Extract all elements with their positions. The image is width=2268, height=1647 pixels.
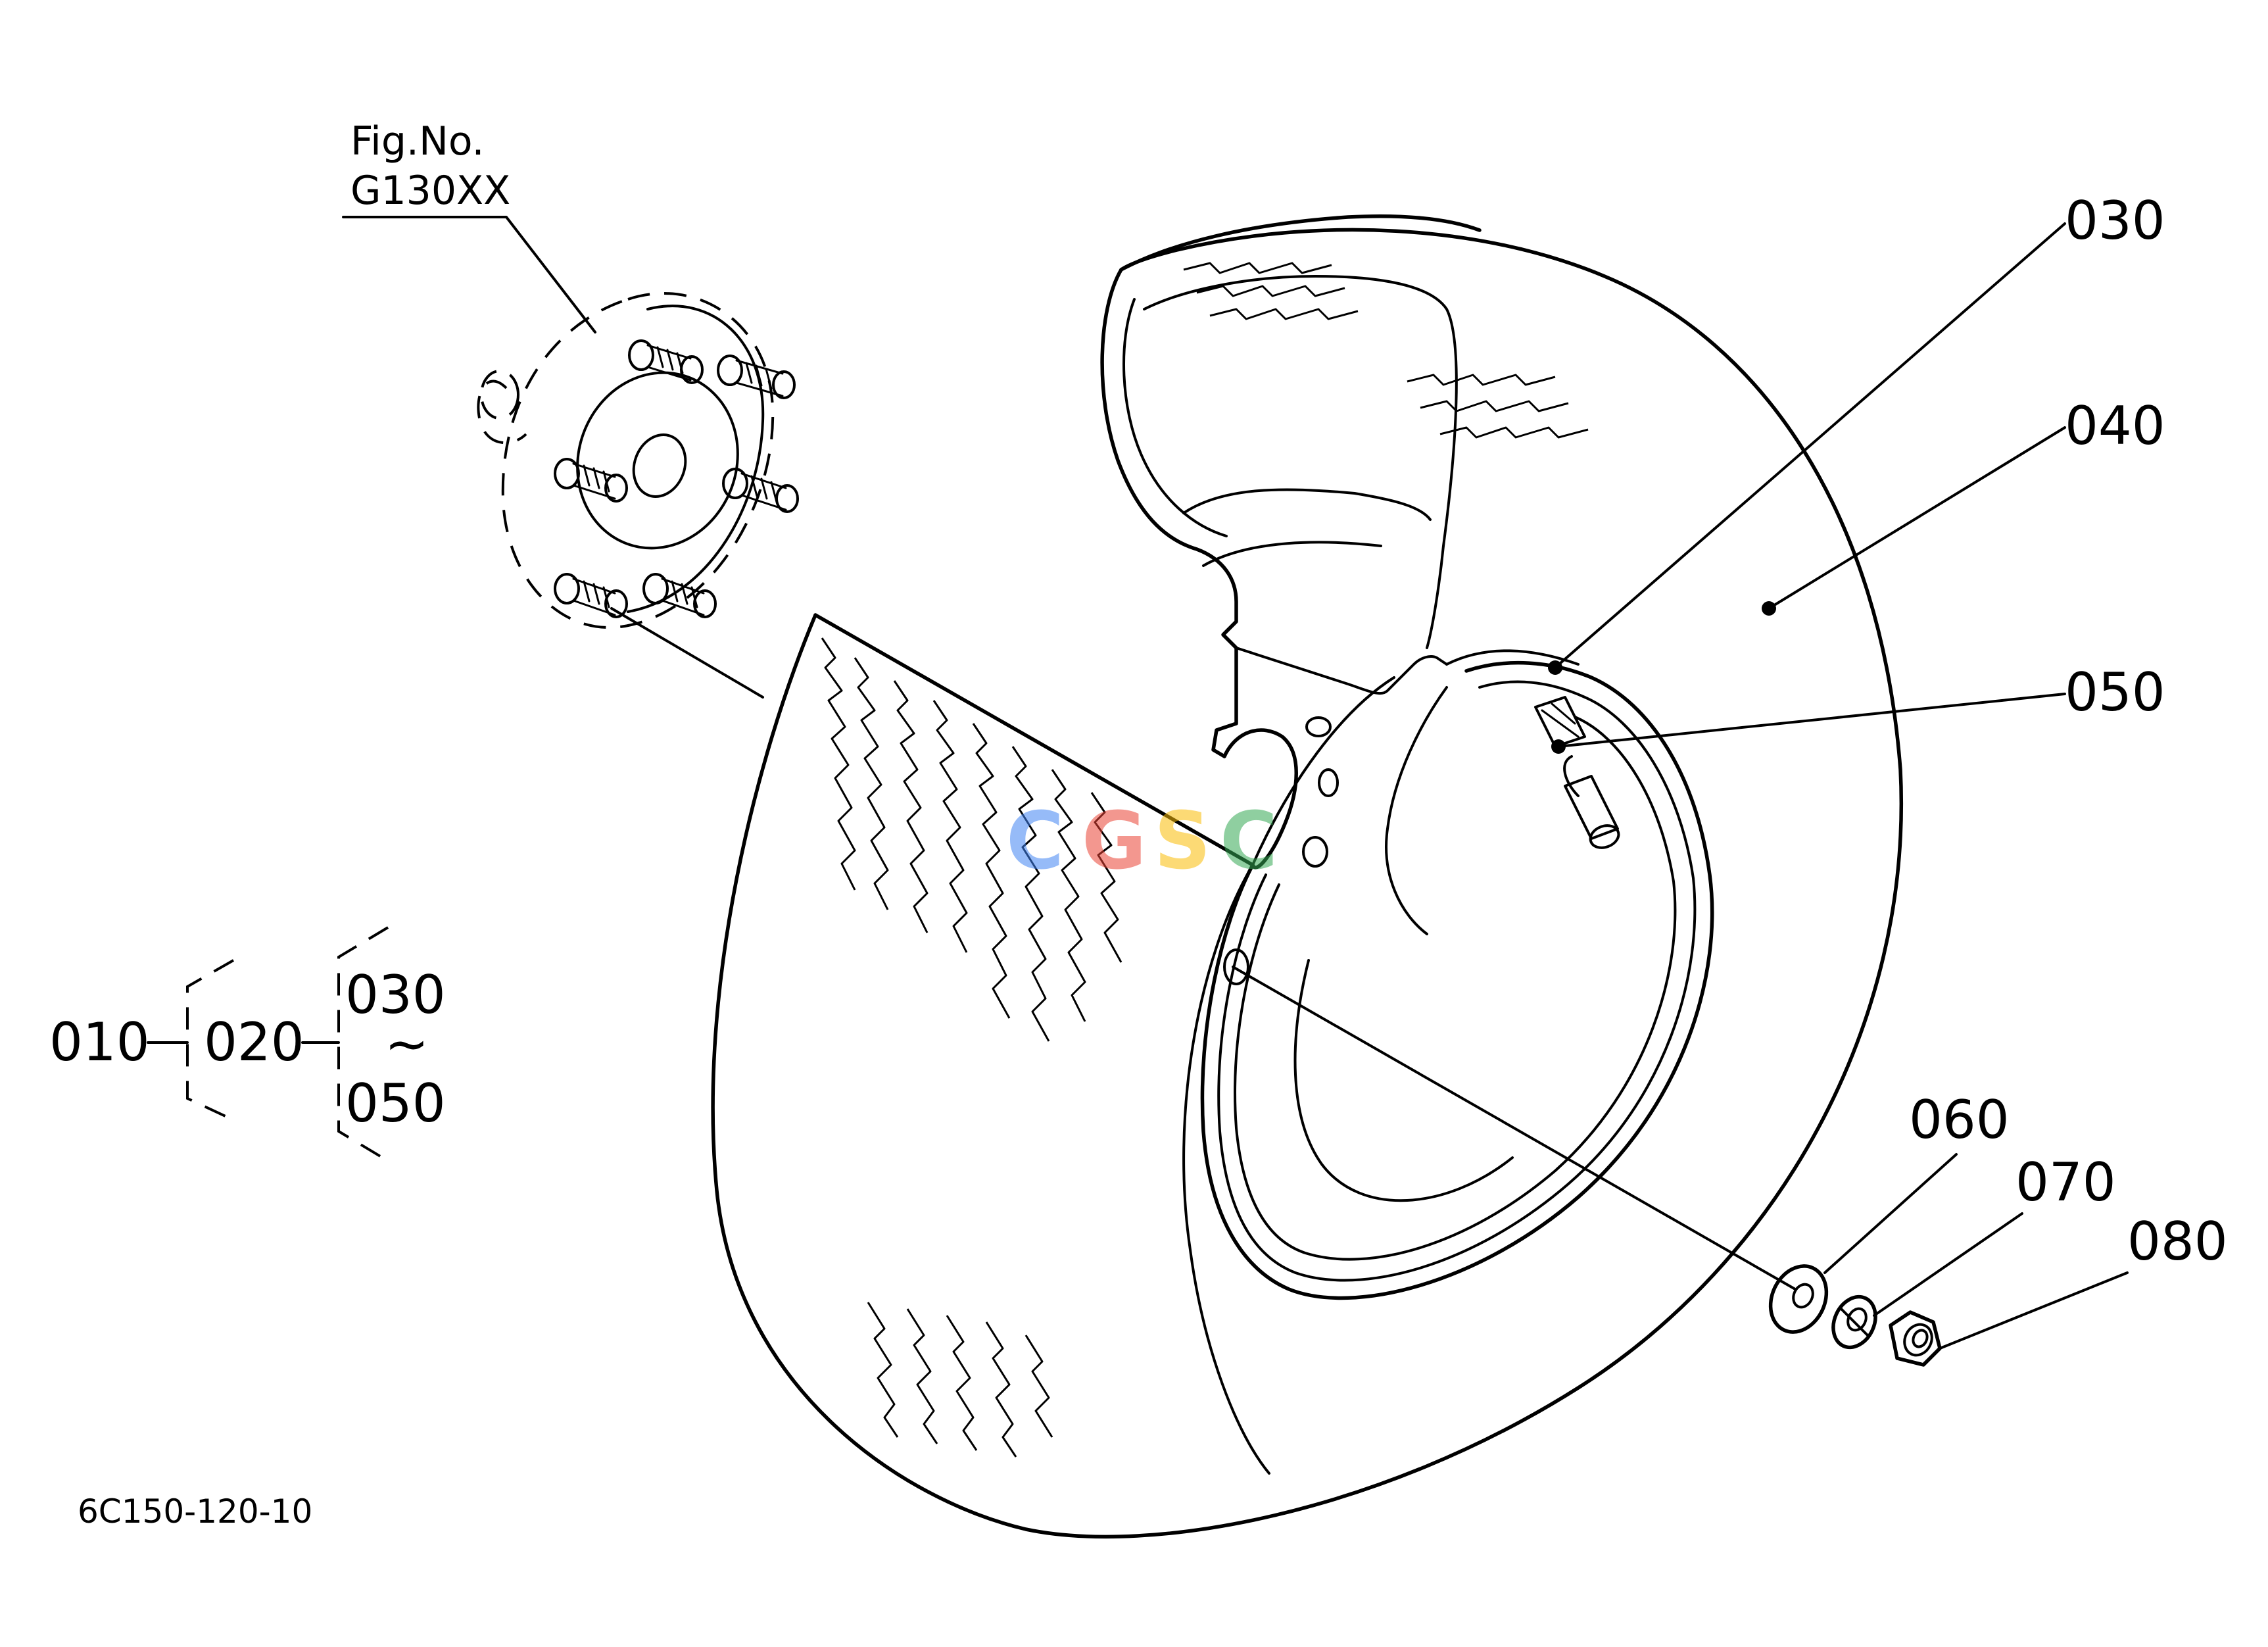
- watermark-letter: S: [1154, 796, 1211, 887]
- wheel-stud: [628, 339, 704, 384]
- tree-sub: 020: [204, 1012, 304, 1073]
- leader-dot-030: [1548, 660, 1562, 675]
- leader-hub-to-wheel: [610, 607, 764, 699]
- wheel-stud: [717, 355, 796, 399]
- tree-range-end: 050: [345, 1073, 446, 1134]
- leader-fig-ref: [342, 216, 596, 333]
- wheel-stud: [642, 573, 717, 618]
- callout-070: 070: [2015, 1152, 2116, 1213]
- leader-dot-050: [1551, 739, 1566, 754]
- leader-wheel-to-nut: [1232, 966, 1797, 1291]
- spring-washer: [1831, 1294, 1877, 1350]
- leader-040: [1768, 426, 2066, 610]
- drawing-code: 6C150-120-10: [78, 1492, 312, 1531]
- callout-040: 040: [2065, 395, 2165, 456]
- callout-030: 030: [2065, 190, 2165, 251]
- fig-ref-line1: Fig.No.: [350, 118, 485, 164]
- wheel-stud: [554, 458, 628, 503]
- hex-nut: [1889, 1310, 1942, 1367]
- assembly-tree: 010 020 030 ~ 050: [49, 926, 446, 1162]
- flat-washer: [1768, 1264, 1829, 1334]
- valve-stem: [1534, 696, 1620, 849]
- tread-pattern: [821, 637, 1122, 1458]
- leader-050: [1557, 693, 2066, 748]
- leader-060: [1823, 1153, 1958, 1274]
- callout-080: 080: [2127, 1211, 2228, 1272]
- leader-080: [1939, 1271, 2129, 1350]
- wheel-hub: [477, 292, 799, 629]
- tree-range-sep: ~: [385, 1014, 429, 1075]
- tree-root: 010: [49, 1012, 150, 1073]
- leader-030: [1554, 222, 2066, 669]
- wheel-stud: [554, 573, 628, 618]
- watermark-letter: C: [1006, 796, 1064, 887]
- leader-dot-040: [1762, 601, 1776, 616]
- leader-070: [1873, 1212, 2023, 1317]
- watermark: C G S C: [1006, 796, 1278, 887]
- tread-pattern-top: [1183, 262, 1589, 439]
- watermark-letter: C: [1220, 796, 1278, 887]
- tree-range-start: 030: [345, 964, 446, 1025]
- fig-ref-line2: G130XX: [350, 168, 510, 214]
- watermark-letter: G: [1082, 796, 1147, 887]
- wheel-stud: [722, 468, 799, 513]
- callout-050: 050: [2065, 662, 2165, 723]
- tire: [711, 214, 1903, 1539]
- callout-060: 060: [1909, 1089, 2010, 1150]
